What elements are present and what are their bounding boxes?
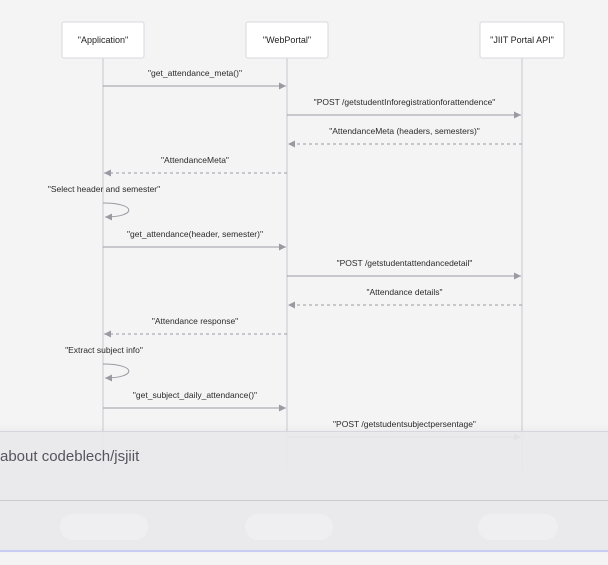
ghost-button-middle	[245, 514, 333, 540]
question-text: about codeblech/jsjiit	[0, 448, 140, 465]
actor-label-portal: "WebPortal"	[263, 35, 311, 45]
message-label: "Attendance response"	[152, 316, 238, 326]
ask-panel[interactable]: about codeblech/jsjiit	[0, 431, 608, 552]
self-message-arrow	[102, 202, 130, 221]
message-label: "get_subject_daily_attendance()"	[133, 390, 257, 400]
actor-label-app: "Application"	[78, 35, 128, 45]
ghost-button-left	[60, 514, 148, 540]
message-label: "Attendance details"	[367, 287, 443, 297]
message-label: "get_attendance_meta()"	[148, 68, 242, 78]
self-message-label: "Extract subject info"	[65, 345, 143, 355]
self-message-label: "Select header and semester"	[48, 184, 160, 194]
actor-box-app	[61, 21, 145, 59]
message-label: "AttendanceMeta (headers, semesters)"	[329, 126, 480, 136]
message-label: "POST /getstudentInforegistrationforatte…	[314, 97, 496, 107]
ghost-button-right	[478, 514, 558, 540]
actor-label-api: "JIIT Portal API"	[490, 35, 554, 45]
message-label: "POST /getstudentsubjectpersentage"	[333, 419, 476, 429]
actor-box-api	[479, 21, 565, 59]
message-label: "POST /getstudentattendancedetail"	[337, 258, 473, 268]
panel-divider	[0, 500, 608, 501]
message-label: "get_attendance(header, semester)"	[127, 229, 263, 239]
self-message-arrow	[102, 363, 130, 382]
message-label: "AttendanceMeta"	[161, 155, 229, 165]
actor-box-portal	[245, 21, 329, 59]
